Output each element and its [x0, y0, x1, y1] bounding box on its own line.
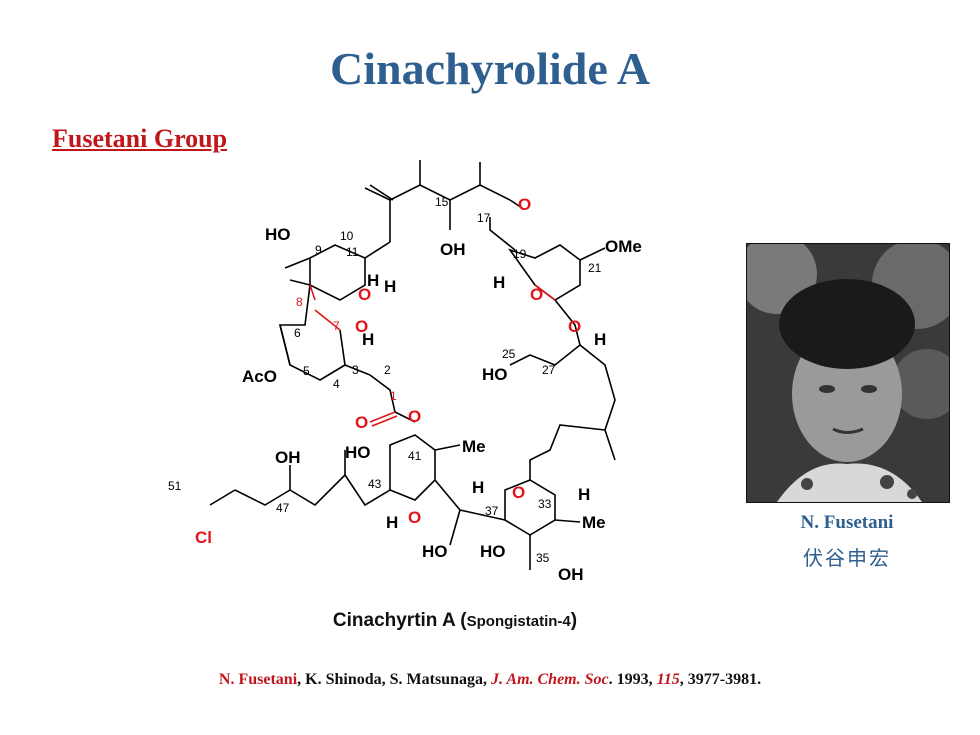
atom-label: HO — [345, 443, 371, 462]
slide-title: Cinachyrolide A — [330, 43, 650, 94]
atom-label: 19 — [513, 247, 527, 261]
atom-label: 17 — [477, 211, 491, 225]
molecule-caption: Cinachyrtin A (Spongistatin-4) — [0, 610, 910, 632]
atom-label: 10 — [340, 229, 354, 243]
atom-label: H — [493, 273, 505, 292]
caption-end: ) — [570, 610, 578, 631]
atom-label: AcO — [242, 367, 277, 386]
atom-label: O — [530, 285, 543, 304]
atom-label: O — [355, 413, 368, 432]
atom-label: Me — [582, 513, 606, 532]
citation-journal: J. Am. Chem. Soc — [490, 671, 609, 688]
portrait-photo — [746, 243, 950, 503]
atom-label: HO — [482, 365, 508, 384]
atom-label: 25 — [502, 347, 516, 361]
atom-label: 11 — [346, 245, 359, 259]
atom-label: Me — [462, 437, 486, 456]
atom-label: O — [518, 195, 531, 214]
portrait-illustration — [747, 244, 949, 502]
atom-label: OH — [558, 565, 584, 584]
atom-label: O — [512, 483, 525, 502]
atom-label: 51 — [168, 479, 182, 493]
atom-label: H — [367, 271, 379, 290]
atom-label: Cl — [195, 528, 212, 547]
caption-sub: Spongistatin-4 — [466, 613, 571, 630]
caption-main: Cinachyrtin A ( — [332, 610, 467, 631]
atom-label: OH — [275, 448, 301, 467]
group-heading: Fusetani Group — [52, 124, 228, 153]
atom-label: O — [408, 407, 421, 426]
person-name-cjk: 伏谷申宏 — [803, 546, 891, 570]
atom-label: H — [472, 478, 484, 497]
atom-label: HO — [422, 542, 448, 561]
atom-label: 41 — [408, 449, 422, 463]
atom-label: 5 — [303, 364, 310, 378]
atom-label: 15 — [435, 195, 449, 209]
citation-author1: N. Fusetani — [218, 671, 298, 688]
atom-label: 27 — [542, 363, 556, 377]
atom-label: HO — [265, 225, 291, 244]
atom-label: 33 — [538, 497, 552, 511]
atom-label: 1 — [390, 389, 397, 403]
atom-label: 8 — [296, 295, 303, 309]
atom-label: 6 — [294, 326, 301, 340]
atom-label: H — [386, 513, 398, 532]
atom-label: O — [358, 285, 371, 304]
atom-label: H — [594, 330, 606, 349]
atom-label: 43 — [368, 477, 382, 491]
atom-label: O — [568, 317, 581, 336]
atom-label: H — [362, 330, 374, 349]
atom-label: 35 — [536, 551, 550, 565]
citation-year: . 1993, — [608, 671, 657, 688]
citation-pages: , 3977-3981. — [679, 671, 762, 688]
atom-label: 9 — [315, 243, 322, 257]
atom-label: OMe — [605, 237, 642, 256]
citation-authors: , K. Shinoda, S. Matsunaga, — [297, 671, 491, 688]
atom-label: HO — [480, 542, 506, 561]
molecule-structure: HO OH O H O O H AcO H O OMe O H HO O O H… — [168, 160, 642, 584]
atom-label: H — [384, 277, 396, 296]
atom-label: 4 — [333, 377, 340, 391]
atom-label: 2 — [384, 363, 391, 377]
atom-label: 37 — [485, 504, 499, 518]
atom-label: 7 — [333, 319, 340, 333]
citation: N. Fusetani, K. Shinoda, S. Matsunaga, J… — [0, 671, 980, 689]
atom-label: O — [408, 508, 421, 527]
person-name: N. Fusetani — [800, 512, 894, 533]
citation-volume: 115 — [656, 671, 680, 688]
atom-label: H — [578, 485, 590, 504]
atom-label: OH — [440, 240, 466, 259]
atom-label: O — [355, 317, 368, 336]
atom-label: 47 — [276, 501, 290, 515]
atom-label: 21 — [588, 261, 602, 275]
atom-label: 3 — [352, 363, 359, 377]
